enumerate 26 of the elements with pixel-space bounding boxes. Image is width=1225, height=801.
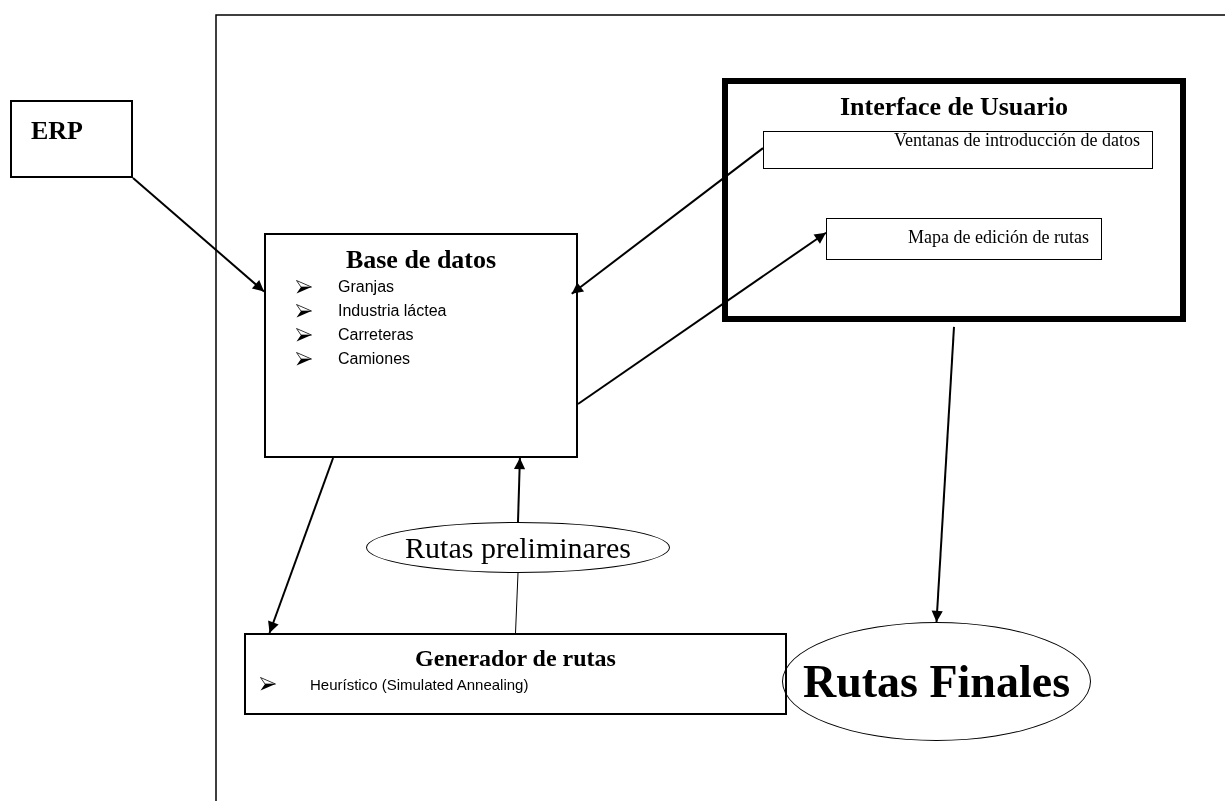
list-item: Industria láctea [338, 302, 447, 320]
arrow [268, 457, 335, 634]
process-box [722, 78, 1186, 322]
component-box [826, 218, 1102, 260]
node-label: Ventanas de introducción de datos [894, 130, 1140, 151]
node-label: Rutas Finales [802, 655, 1071, 708]
box-heading: Generador de rutas [414, 645, 617, 672]
component-box [763, 131, 1153, 169]
box-heading: Base de datos [344, 245, 498, 275]
arrow [577, 231, 827, 405]
box-heading: Interface de Usuario [838, 92, 1070, 122]
arrow [132, 177, 265, 293]
process-box [244, 633, 787, 715]
arrow [931, 325, 955, 623]
list-item: Camiones [338, 350, 411, 368]
arrow [513, 457, 526, 523]
arrow [570, 147, 764, 295]
node-label: Rutas preliminares [405, 530, 631, 565]
box-heading: ERP [31, 116, 83, 146]
list-item: Granjas [338, 278, 395, 296]
process-box [10, 100, 133, 178]
node-label: Mapa de edición de rutas [908, 227, 1089, 248]
connector-line [515, 572, 519, 634]
list-item: Carreteras [338, 326, 414, 344]
process-box [264, 233, 578, 458]
list-item: Heurístico (Simulated Annealing) [310, 675, 529, 693]
